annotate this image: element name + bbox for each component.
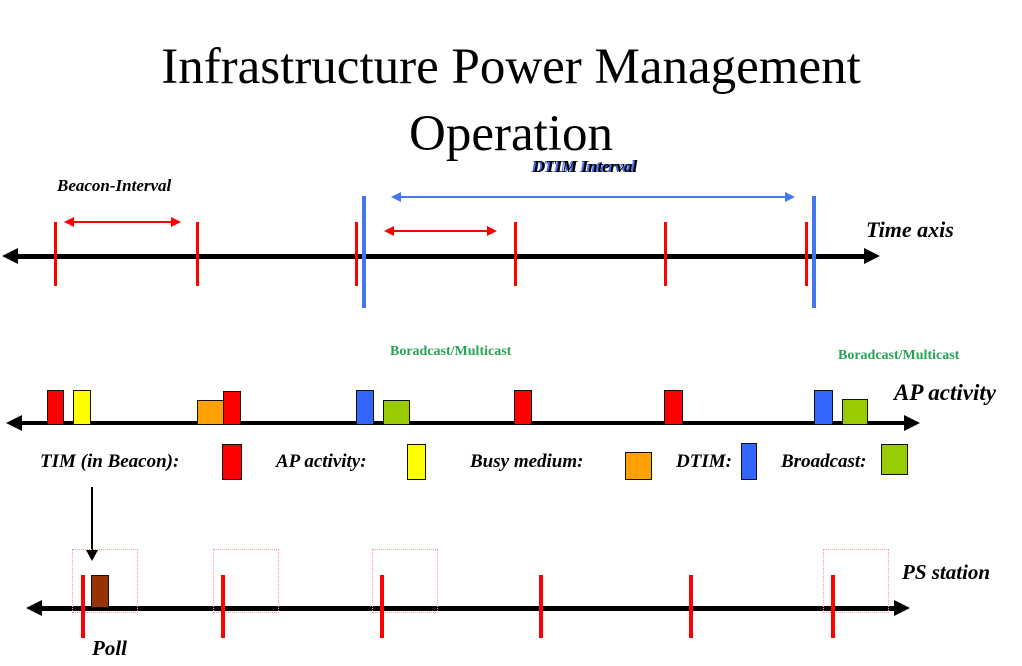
- dtim-interval-label: DTIM Interval: [533, 157, 638, 176]
- ps-beacon-tick: [831, 575, 835, 638]
- slide-title: Infrastructure Power Management Operatio…: [0, 34, 1022, 168]
- tim-box: [223, 391, 241, 425]
- slide-title-line1: Infrastructure Power Management: [161, 39, 861, 96]
- tim-to-poll-arrow-line: [91, 487, 93, 551]
- poll-label: Poll: [92, 636, 127, 660]
- ap-axis-left-arrow-icon: [6, 415, 22, 431]
- legend-swatch-busy-medium: [625, 452, 652, 480]
- ps-axis-left-arrow-icon: [26, 600, 42, 616]
- legend-swatch-broadcast: [881, 444, 908, 475]
- ap-activity-axis-line: [16, 421, 908, 425]
- ps-beacon-tick: [539, 575, 543, 638]
- legend-label-tim: TIM (in Beacon):: [40, 451, 180, 472]
- poll-frame-box: [91, 575, 109, 608]
- dtim-box: [356, 390, 374, 425]
- ps-axis-right-arrow-icon: [894, 600, 910, 616]
- beacon-tick: [514, 222, 517, 286]
- beacon-tick: [355, 222, 358, 286]
- wake-window: [72, 549, 138, 613]
- time-axis-left-arrow-icon: [2, 248, 18, 264]
- dtim-box: [814, 390, 833, 425]
- tim-to-poll-arrow-icon: [86, 550, 98, 561]
- ap-activity-label: AP activity: [894, 380, 996, 405]
- ps-beacon-tick: [221, 575, 225, 638]
- legend-label-broadcast: Broadcast:: [781, 451, 867, 472]
- wake-window: [823, 549, 889, 613]
- legend-swatch-ap-activity: [407, 444, 426, 480]
- broadcast-multicast-label-1: Boradcast/Multicast: [390, 344, 512, 359]
- tim-box: [664, 390, 683, 425]
- legend-swatch-tim: [222, 444, 242, 480]
- busy-medium-box: [197, 400, 224, 425]
- ap-traffic-box: [73, 390, 91, 425]
- beacon-tick: [664, 222, 667, 286]
- tim-box: [47, 390, 64, 425]
- broadcast-multicast-label-2: Boradcast/Multicast: [838, 348, 960, 363]
- wake-window: [372, 549, 438, 613]
- dtim-boundary-line: [812, 196, 816, 308]
- tim-box: [514, 390, 532, 425]
- broadcast-box: [842, 399, 868, 425]
- wake-window: [213, 549, 279, 613]
- beacon-tick: [54, 222, 57, 286]
- ps-beacon-tick: [689, 575, 693, 638]
- time-axis-right-arrow-icon: [864, 248, 880, 264]
- time-axis-line: [12, 254, 868, 259]
- legend-swatch-dtim: [741, 443, 757, 480]
- beacon-interval-label: Beacon-Interval: [57, 176, 172, 195]
- legend-label-dtim: DTIM:: [676, 451, 732, 472]
- broadcast-box: [383, 400, 410, 425]
- slide-title-line2: Operation: [409, 106, 613, 163]
- ps-beacon-tick: [380, 575, 384, 638]
- ps-station-axis-line: [38, 606, 898, 611]
- legend-label-busy-medium: Busy medium:: [470, 451, 584, 472]
- ps-station-label: PS station: [902, 560, 991, 584]
- ap-axis-right-arrow-icon: [904, 415, 920, 431]
- beacon-tick: [196, 222, 199, 286]
- time-axis-label: Time axis: [866, 217, 954, 242]
- ps-beacon-tick: [81, 575, 85, 638]
- legend-label-ap-activity: AP activity:: [276, 451, 367, 472]
- beacon-tick: [805, 222, 808, 286]
- dtim-boundary-line: [362, 196, 366, 308]
